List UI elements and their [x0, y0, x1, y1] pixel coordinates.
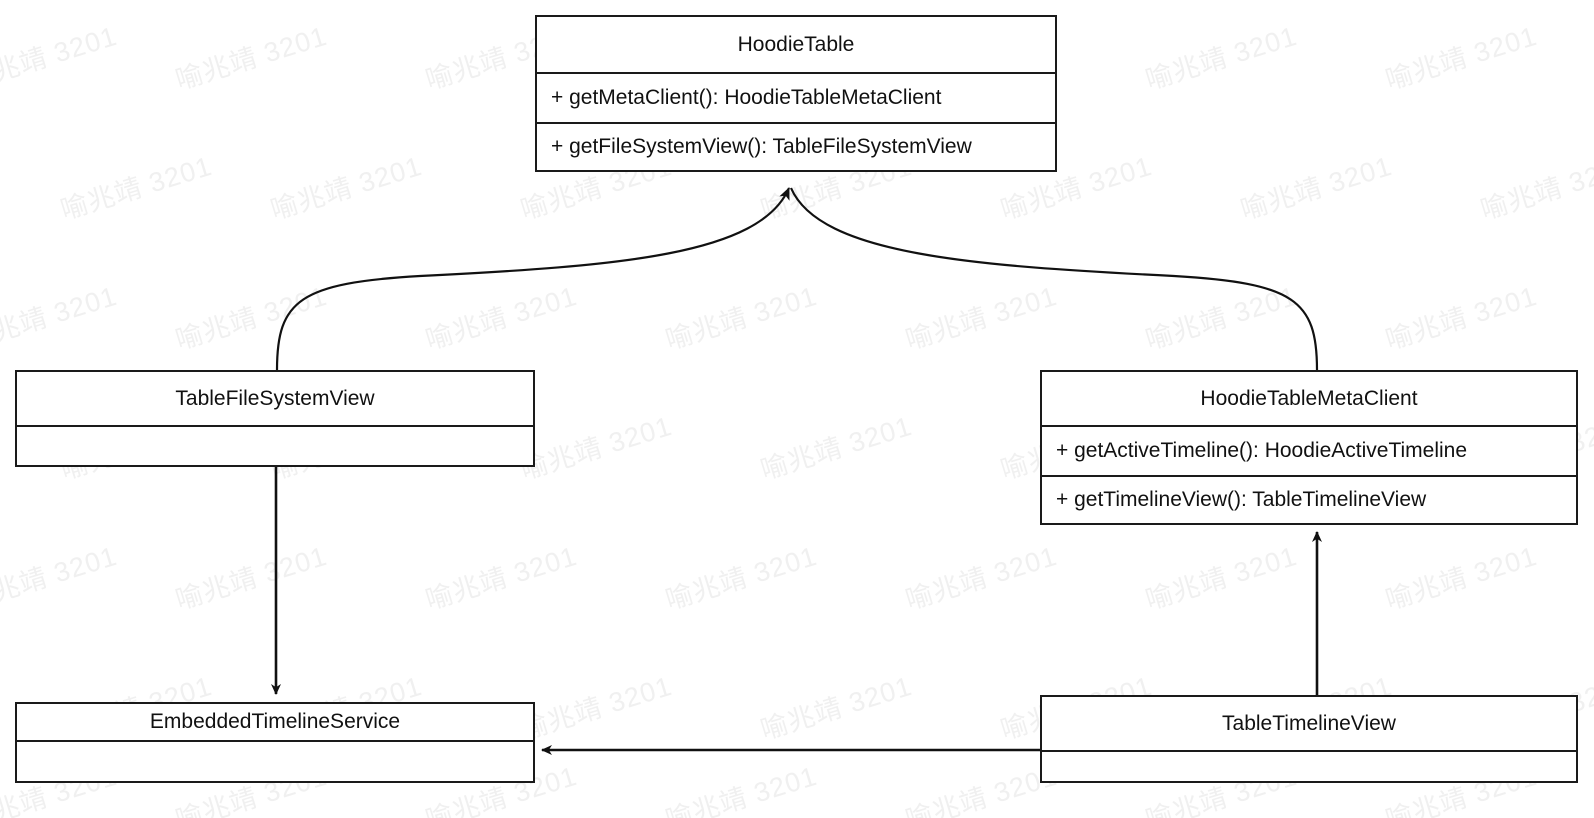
watermark-text: 喻兆靖 3201: [267, 150, 426, 226]
class-members-hoodie-table-meta-client: + getActiveTimeline(): HoodieActiveTimel…: [1042, 427, 1576, 523]
watermark-text: 喻兆靖 3201: [662, 540, 821, 616]
class-box-embedded-timeline-service[interactable]: EmbeddedTimelineService: [15, 702, 535, 783]
watermark-text: 喻兆靖 3201: [662, 760, 821, 818]
class-box-hoodie-table-meta-client[interactable]: HoodieTableMetaClient + getActiveTimeline…: [1040, 370, 1578, 525]
watermark-text: 喻兆靖 3201: [422, 540, 581, 616]
connector-tablefilesystemview-to-hoodietable: [275, 187, 791, 371]
watermark-text: 喻兆靖 3201: [1237, 150, 1396, 226]
watermark-text: 喻兆靖 3201: [517, 670, 676, 746]
watermark-text: 喻兆靖 3201: [902, 760, 1061, 818]
watermark-text: 喻兆靖 3201: [1382, 20, 1541, 96]
watermark-text: 喻兆靖 3201: [0, 280, 121, 356]
class-members-hoodie-table: + getMetaClient(): HoodieTableMetaClient…: [537, 74, 1055, 170]
class-name-embedded-timeline-service: EmbeddedTimelineService: [17, 704, 533, 742]
watermark-text: 喻兆靖 3201: [1142, 540, 1301, 616]
watermark-text: 喻兆靖 3201: [172, 280, 331, 356]
class-members-embedded-timeline-service: [17, 742, 533, 781]
class-member: + getMetaClient(): HoodieTableMetaClient: [551, 86, 942, 109]
watermark-text: 喻兆靖 3201: [517, 410, 676, 486]
watermark-text: 喻兆靖 3201: [172, 20, 331, 96]
class-members-table-timeline-view: [1042, 752, 1576, 781]
class-member: + getTimelineView(): TableTimelineView: [1042, 475, 1576, 523]
watermark-text: 喻兆靖 3201: [1477, 150, 1594, 226]
class-member: + getActiveTimeline(): HoodieActiveTimel…: [1056, 439, 1468, 462]
class-box-table-file-system-view[interactable]: TableFileSystemView: [15, 370, 535, 467]
class-member: + getFileSystemView(): TableFileSystemVi…: [537, 122, 1055, 170]
class-name-hoodie-table: HoodieTable: [537, 17, 1055, 74]
watermark-text: 喻兆靖 3201: [172, 540, 331, 616]
class-name-table-timeline-view: TableTimelineView: [1042, 697, 1576, 752]
watermark-text: 喻兆靖 3201: [1382, 540, 1541, 616]
watermark-text: 喻兆靖 3201: [757, 670, 916, 746]
class-name-hoodie-table-meta-client: HoodieTableMetaClient: [1042, 372, 1576, 427]
watermark-text: 喻兆靖 3201: [902, 540, 1061, 616]
class-members-table-file-system-view: [17, 427, 533, 465]
connector-hoodietablemetaclient-to-hoodietable: [789, 187, 1319, 371]
watermark-text: 喻兆靖 3201: [662, 280, 821, 356]
watermark-text: 喻兆靖 3201: [757, 410, 916, 486]
watermark-text: 喻兆靖 3201: [57, 150, 216, 226]
watermark-text: 喻兆靖 3201: [902, 280, 1061, 356]
watermark-text: 喻兆靖 3201: [1142, 20, 1301, 96]
class-name-table-file-system-view: TableFileSystemView: [17, 372, 533, 427]
watermark-text: 喻兆靖 3201: [1142, 280, 1301, 356]
class-box-hoodie-table[interactable]: HoodieTable+ getMetaClient(): HoodieTabl…: [535, 15, 1057, 172]
watermark-text: 喻兆靖 3201: [422, 280, 581, 356]
watermark-text: 喻兆靖 3201: [0, 20, 121, 96]
watermark-text: 喻兆靖 3201: [0, 540, 121, 616]
watermark-text: 喻兆靖 3201: [1382, 280, 1541, 356]
class-box-table-timeline-view[interactable]: TableTimelineView: [1040, 695, 1578, 783]
